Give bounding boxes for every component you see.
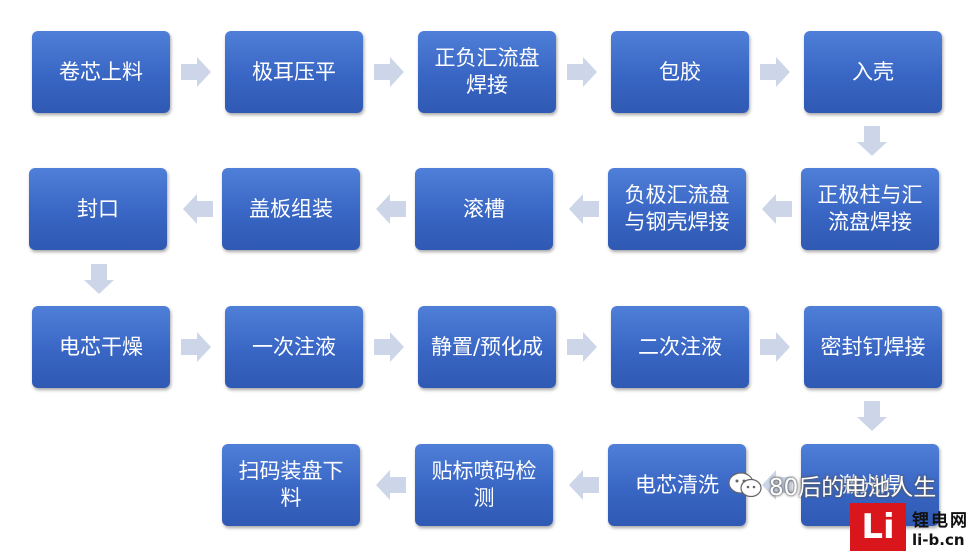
- watermark: 80后的电池人生: [727, 468, 936, 502]
- arrow-down-10: [84, 264, 114, 294]
- arrow-right-1: [181, 57, 211, 87]
- step-box-5: 入壳: [804, 31, 942, 113]
- step-box-16: 激光焊: [801, 444, 939, 526]
- arrow-down-15: [857, 401, 887, 431]
- step-box-6: 正极柱与汇流盘焊接: [801, 168, 939, 250]
- arrow-right-3: [567, 57, 597, 87]
- arrow-left-18: [376, 470, 406, 500]
- wechat-icon: [728, 472, 762, 498]
- step-box-11: 电芯干燥: [32, 306, 170, 388]
- logo-mark: Li: [850, 503, 906, 551]
- step-box-14: 二次注液: [611, 306, 749, 388]
- arrow-right-12: [374, 332, 404, 362]
- arrow-left-8: [376, 194, 406, 224]
- arrow-left-16: [762, 470, 792, 500]
- step-box-1: 卷芯上料: [32, 31, 170, 113]
- step-box-4: 包胶: [611, 31, 749, 113]
- arrow-right-14: [760, 332, 790, 362]
- step-box-7: 负极汇流盘与钢壳焊接: [608, 168, 746, 250]
- site-logo: Li 锂电网 li-b.cn: [850, 503, 969, 551]
- logo-name: 锂电网: [912, 510, 969, 531]
- arrow-right-13: [567, 332, 597, 362]
- arrow-left-9: [183, 194, 213, 224]
- step-box-19: 扫码装盘下料: [222, 444, 360, 526]
- watermark-text: 80后的电池人生: [769, 475, 937, 501]
- step-box-9: 盖板组装: [222, 168, 360, 250]
- step-box-10: 封口: [29, 168, 167, 250]
- arrow-right-4: [760, 57, 790, 87]
- step-box-17: 电芯清洗: [608, 444, 746, 526]
- logo-text: 锂电网 li-b.cn: [906, 503, 969, 551]
- logo-url: li-b.cn: [912, 530, 965, 549]
- step-box-15: 密封钉焊接: [804, 306, 942, 388]
- arrow-left-7: [569, 194, 599, 224]
- arrow-right-2: [374, 57, 404, 87]
- step-box-8: 滚槽: [415, 168, 553, 250]
- step-box-2: 极耳压平: [225, 31, 363, 113]
- arrow-left-6: [762, 194, 792, 224]
- step-box-18: 贴标喷码检测: [415, 444, 553, 526]
- arrow-right-11: [181, 332, 211, 362]
- step-box-13: 静置/预化成: [418, 306, 556, 388]
- arrow-down-5: [857, 126, 887, 156]
- arrow-left-17: [569, 470, 599, 500]
- step-box-12: 一次注液: [225, 306, 363, 388]
- step-box-3: 正负汇流盘焊接: [418, 31, 556, 113]
